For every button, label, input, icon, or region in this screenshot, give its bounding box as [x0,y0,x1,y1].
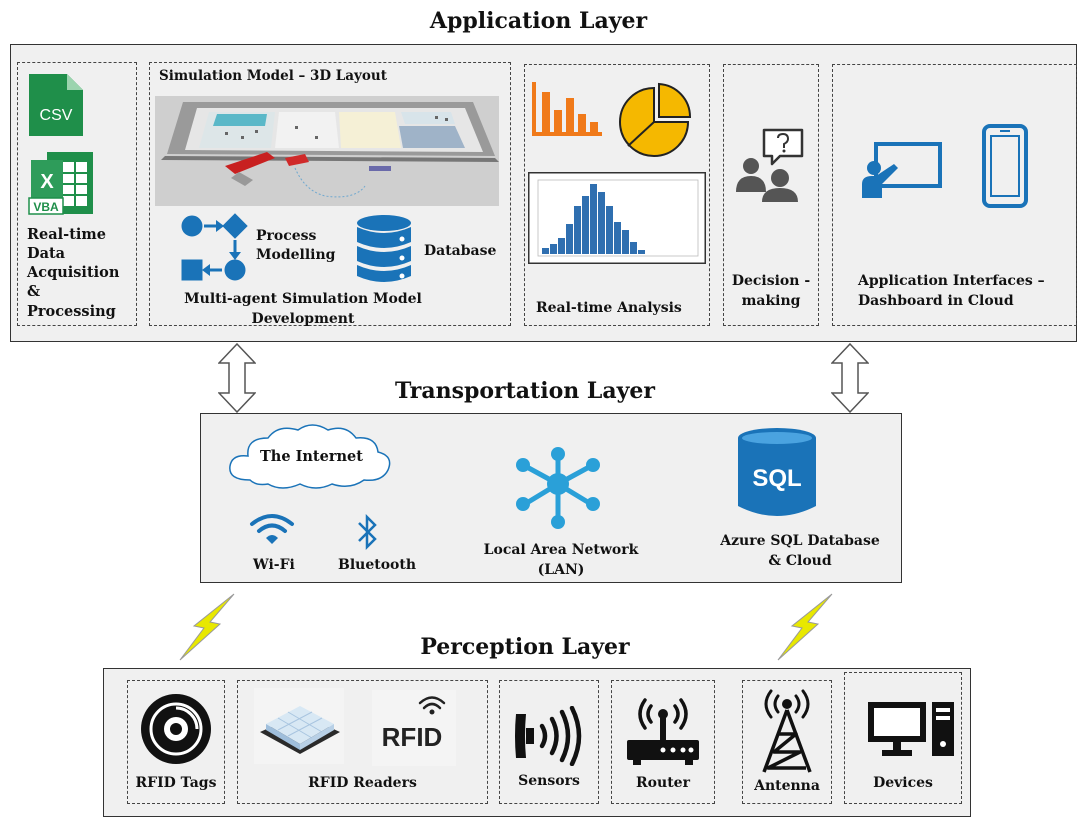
rfid-reader-image [254,688,344,764]
smartphone-icon [982,124,1028,208]
wifi-icon [248,512,296,546]
application-layer-title: Application Layer [429,8,648,34]
lan-network-icon [515,446,601,530]
antenna-label: Antenna [754,778,820,794]
antenna-icon [754,688,820,774]
rfid-tags-panel [127,680,225,804]
simulation-title: Simulation Model – 3D Layout [159,68,387,84]
rfid-tags-label: RFID Tags [135,775,217,791]
rfid-tag-icon [139,692,213,766]
data-acquisition-panel [17,62,137,326]
database-label: Database [424,243,497,259]
devices-label: Devices [873,775,933,791]
pie-chart-icon [616,82,692,158]
simulation-dev-label: Multi-agent Simulation Model Development [184,291,422,327]
vba-text: VBA [33,200,59,214]
bluetooth-label: Bluetooth [338,557,417,573]
presentation-icon [862,142,944,200]
internet-label: The Internet [260,448,363,465]
simulation-panel [149,62,511,326]
cloud-icon [224,420,396,492]
csv-file-icon: CSV [27,72,85,138]
rfid-readers-label: RFID Readers [308,775,417,791]
sensors-panel [499,680,599,804]
router-icon [625,696,701,766]
database-icon [355,214,413,284]
process-modelling-icon [180,212,248,282]
devices-panel [844,672,962,804]
azure-sql-label: Azure SQL Database & Cloud [720,533,880,569]
analysis-label: Real-time Analysis [536,300,682,316]
bar-chart-icon [532,82,602,138]
csv-text: CSV [40,107,73,124]
double-arrow-left [218,343,256,413]
sql-icon-text: SQL [752,465,801,492]
transportation-layer-title: Transportation Layer [394,378,655,404]
discussion-people-icon [736,126,806,202]
sensor-icon [512,706,584,766]
interfaces-label: Application Interfaces – Dashboard in Cl… [858,273,1045,309]
router-panel [611,680,715,804]
sensors-label: Sensors [518,773,580,789]
analysis-panel [524,64,710,326]
lan-label: Local Area Network (LAN) [483,542,639,578]
computer-devices-icon [866,700,956,758]
double-arrow-right [831,343,869,413]
process-modelling-label: Process Modelling [256,228,336,263]
sql-database-icon: SQL [736,426,818,518]
bluetooth-icon [356,512,380,552]
histogram-image [528,172,706,264]
decision-label: Decision -making [731,273,811,309]
excel-letter: X [40,171,54,193]
router-label: Router [636,775,690,791]
rfid-logo-text: RFID [382,722,443,752]
rfid-readers-panel [237,680,488,804]
rfid-logo-icon: RFID [372,690,456,766]
data-acquisition-label: Real-time Data Acquisition & Processing [27,226,120,320]
wifi-label: Wi-Fi [253,557,295,573]
excel-vba-icon: X VBA [27,150,97,218]
lightning-bolt-right [774,592,838,662]
lightning-bolt-left [176,592,240,662]
3d-layout-image [155,96,499,206]
perception-layer-title: Perception Layer [420,634,630,660]
antenna-panel [742,680,832,804]
perception-layer-box [103,668,971,817]
decision-panel [723,64,819,326]
